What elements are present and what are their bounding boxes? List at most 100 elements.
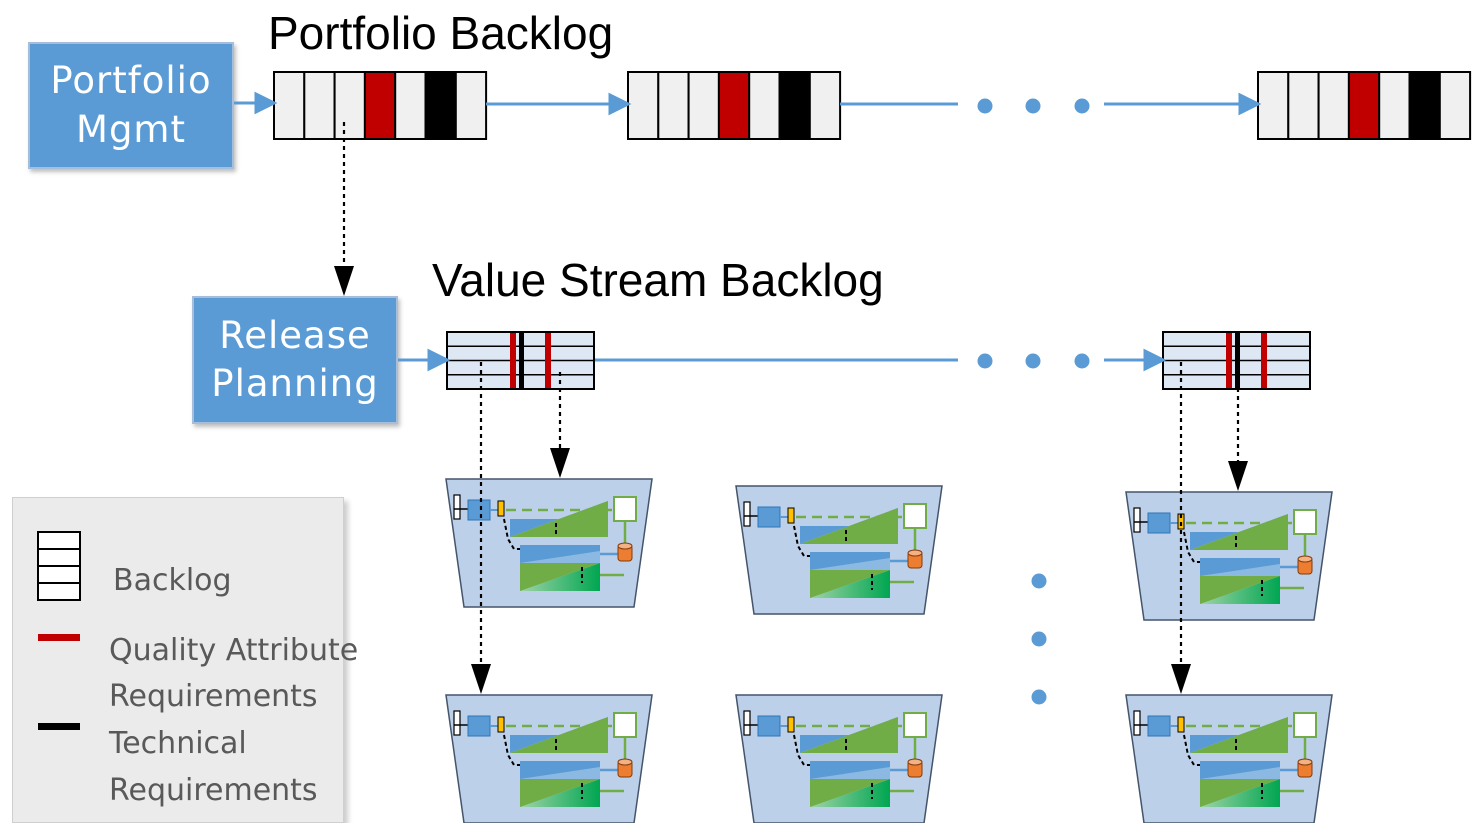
portfolio-mgmt-label-line2: Mgmt [76, 107, 186, 151]
program-team-icon [735, 694, 943, 823]
program-teams [445, 478, 1333, 823]
backlog-cell [1287, 71, 1320, 140]
team-output-box [903, 503, 927, 529]
team-output-box [903, 712, 927, 738]
legend-backlog-icon [37, 531, 81, 601]
technical-requirement-cell [1408, 71, 1441, 140]
team-output-box [613, 496, 637, 522]
team-gate [497, 500, 505, 517]
value-stream-backlog-1 [446, 331, 595, 390]
team-lower-green-left [810, 779, 890, 807]
program-team-icon [445, 694, 653, 823]
legend-quality-label-line2: Requirements [109, 679, 318, 714]
team-process-block [757, 506, 781, 528]
team-wedge-green [1190, 514, 1288, 550]
portfolio-backlog-queue-3 [1257, 71, 1472, 140]
team-wedge-green [1190, 717, 1288, 753]
team-lower-blue [1200, 761, 1280, 779]
team-dashed-connector [1183, 531, 1202, 563]
team-lower-sheen [1200, 564, 1280, 576]
quality-requirement-stripe [1226, 333, 1232, 388]
technical-requirement-cell [778, 71, 811, 140]
team-process-block [1147, 512, 1171, 534]
team-lower-blue [520, 761, 600, 779]
team-output-box [1293, 712, 1317, 738]
team-datastore-top [907, 549, 923, 557]
team-lower-sheen [1200, 767, 1280, 779]
team-entry-marker [1133, 507, 1141, 533]
team-wedge-green [800, 508, 898, 544]
ellipsis-dots-icon [977, 98, 1090, 114]
team-gate [787, 716, 795, 733]
quality-requirement-cell [1347, 71, 1381, 140]
backlog-cell [454, 71, 488, 140]
team-lower-blue [810, 761, 890, 779]
legend-technical-swatch [38, 723, 80, 730]
portfolio-backlog-queue-2 [627, 71, 842, 140]
team-lower-green-left [810, 570, 890, 598]
technical-requirement-stripe [519, 333, 524, 388]
backlog-cell [1257, 71, 1290, 140]
team-entry-marker [1133, 710, 1141, 736]
quality-requirement-stripe [545, 333, 551, 388]
quality-requirement-stripe [510, 333, 516, 388]
backlog-cell [273, 71, 306, 140]
team-lower-sheen [810, 767, 890, 779]
team-entry-marker [453, 710, 461, 736]
ellipsis-dots-icon [1031, 573, 1047, 705]
technical-requirement-stripe [1235, 333, 1240, 388]
team-datastore-top [617, 758, 633, 766]
team-dashed-connector [503, 518, 522, 550]
backlog-cell [808, 71, 842, 140]
quality-requirement-cell [717, 71, 751, 140]
team-lower-sheen [810, 558, 890, 570]
team-dashed-connector [503, 734, 522, 766]
technical-requirement-cell [424, 71, 457, 140]
team-gate [787, 507, 795, 524]
team-lower-blue [810, 552, 890, 570]
team-wedge-green [510, 501, 608, 537]
legend-quality-label-line1: Quality Attribute [109, 633, 359, 668]
team-datastore-top [617, 542, 633, 550]
team-lower-sheen [520, 767, 600, 779]
backlog-cell [1438, 71, 1472, 140]
value-stream-flow-arrows [398, 348, 1167, 372]
backlog-cell [627, 71, 660, 140]
portfolio-backlog-queue-1 [273, 71, 488, 140]
release-planning-label-line2: Planning [211, 362, 379, 405]
program-team-icon [1125, 694, 1333, 823]
team-lower-green-left [1200, 779, 1280, 807]
team-process-block [467, 499, 491, 521]
team-entry-marker [453, 494, 461, 520]
team-process-block [1147, 715, 1171, 737]
release-planning-box: Release Planning [192, 296, 398, 424]
backlog-cell [1378, 71, 1411, 140]
team-wedge-green [510, 717, 608, 753]
team-entry-marker [743, 710, 751, 736]
decomposition-arrowheads [334, 266, 1248, 694]
legend-quality-swatch [38, 634, 80, 641]
team-dashed-connector [793, 734, 812, 766]
team-process-block [467, 715, 491, 737]
team-entry-marker [743, 501, 751, 527]
legend-backlog-label: Backlog [113, 563, 232, 598]
release-planning-label-line1: Release [219, 313, 371, 357]
backlog-cell [687, 71, 720, 140]
team-gate [1177, 716, 1185, 733]
team-dashed-connector [793, 525, 812, 557]
team-datastore-top [1297, 758, 1313, 766]
team-output-box [613, 712, 637, 738]
legend-technical-label-line1: Technical [109, 726, 247, 761]
value-stream-backlog-2 [1162, 331, 1311, 390]
team-datastore-top [1297, 555, 1313, 563]
ellipsis-dots-icon [977, 353, 1090, 369]
portfolio-backlog-title: Portfolio Backlog [268, 7, 614, 59]
team-lower-green-left [520, 779, 600, 807]
legend-technical-label-line2: Requirements [109, 773, 318, 808]
program-team-icon [735, 485, 943, 615]
portfolio-flow-arrows [234, 91, 1262, 116]
quality-requirement-stripe [1261, 333, 1267, 388]
team-lower-blue [520, 545, 600, 563]
value-stream-backlog-title: Value Stream Backlog [432, 254, 884, 306]
team-lower-sheen [520, 551, 600, 563]
